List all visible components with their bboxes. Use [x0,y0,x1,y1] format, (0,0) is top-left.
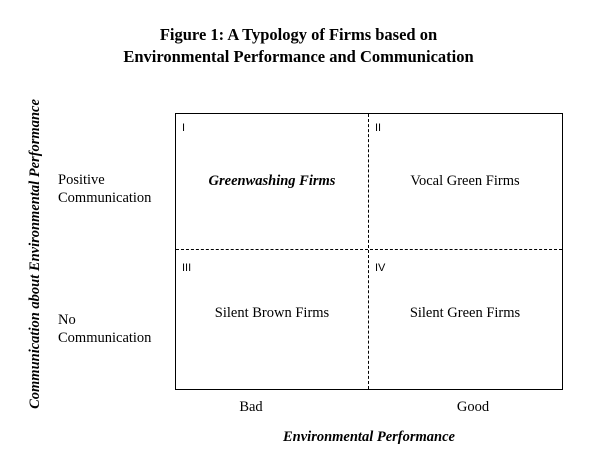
figure-title: Figure 1: A Typology of Firms based on E… [0,24,597,68]
typology-matrix: I II III IV Greenwashing Firms Vocal Gre… [175,113,563,390]
quadrant-label-silent-brown: Silent Brown Firms [214,305,330,321]
quadrant-numeral-3: III [182,262,192,274]
figure-title-line-2: Environmental Performance and Communicat… [123,47,474,66]
y-axis-label: Communication about Environmental Perfor… [27,99,43,409]
row-label-positive-communication: Positive Communication [58,171,151,207]
x-axis-label: Environmental Performance [283,429,455,445]
row-label-line-1: Positive [58,172,105,188]
row-label-no-communication: No Communication [58,311,151,347]
row-label-line-2: Communication [58,190,152,206]
row-label-line-2: Communication [58,330,152,346]
quadrant-numeral-2: II [375,122,382,134]
quadrant-label-greenwashing: Greenwashing Firms [208,173,336,189]
column-label-good: Good [456,399,490,415]
column-label-bad: Bad [239,399,263,415]
quadrant-label-silent-green: Silent Green Firms [409,305,521,321]
horizontal-dashed-divider [176,249,562,250]
vertical-dashed-divider [368,114,369,389]
quadrant-numeral-1: I [182,122,186,134]
figure-title-line-1: Figure 1: A Typology of Firms based on [159,25,438,44]
quadrant-numeral-4: IV [375,262,386,274]
quadrant-label-vocal-green: Vocal Green Firms [410,173,520,189]
row-label-line-1: No [58,312,76,328]
